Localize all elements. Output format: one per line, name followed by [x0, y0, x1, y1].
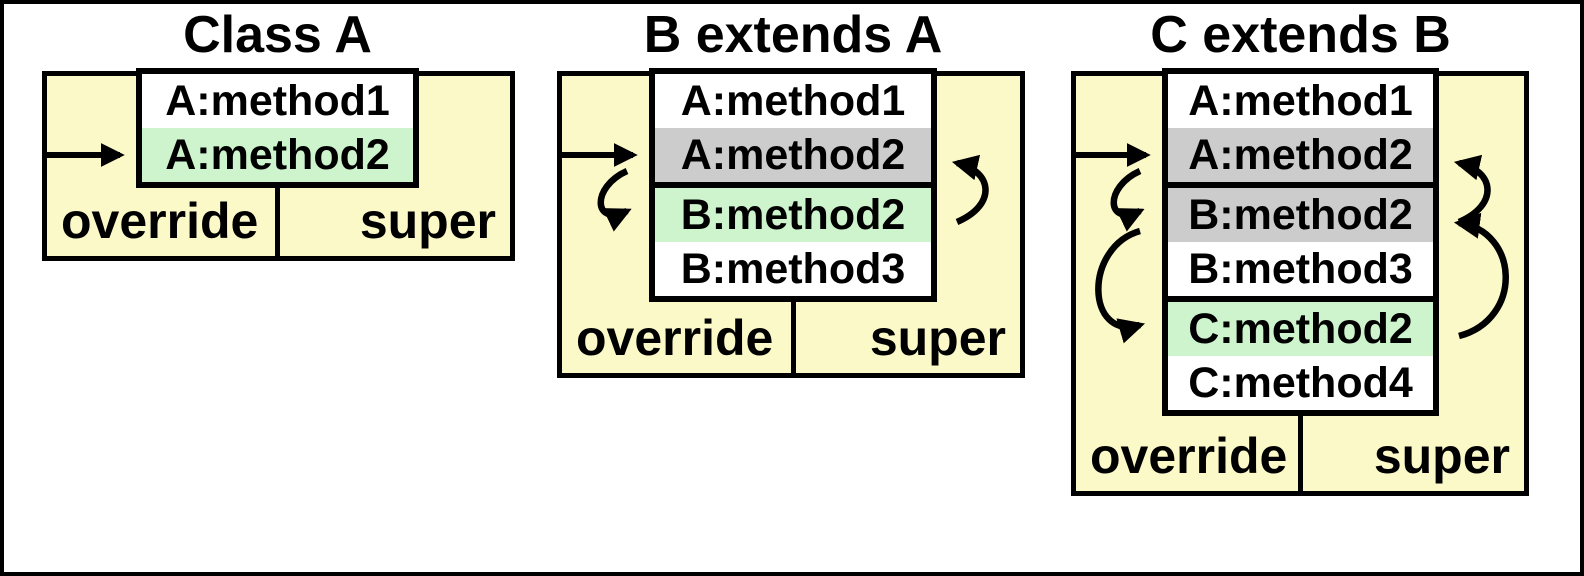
method-row: C:method4	[1168, 356, 1433, 410]
method-row: B:method3	[1168, 242, 1433, 296]
panel-title: B extends A	[643, 6, 943, 64]
override-super-divider	[1298, 414, 1303, 493]
method-row: A:method1	[1168, 74, 1433, 128]
method-row: A:method1	[655, 74, 931, 128]
method-row: A:method2	[142, 128, 413, 182]
super-label: super	[869, 310, 1006, 366]
override-super-divider	[790, 300, 796, 375]
method-row: A:method2	[1168, 128, 1433, 182]
override-label: override	[1090, 428, 1288, 484]
super-label: super	[359, 193, 496, 249]
panel-title: C extends B	[1150, 6, 1451, 64]
override-label: override	[61, 193, 259, 249]
method-row: A:method2	[655, 128, 931, 182]
method-row: C:method2	[1168, 302, 1433, 356]
super-label: super	[1373, 428, 1510, 484]
method-row: A:method1	[142, 74, 413, 128]
method-row: B:method2	[1168, 188, 1433, 242]
panel-title: Class A	[183, 6, 372, 64]
method-row: B:method3	[655, 242, 931, 296]
override-label: override	[576, 310, 774, 366]
method-row: B:method2	[655, 188, 931, 242]
override-super-divider	[275, 186, 280, 258]
